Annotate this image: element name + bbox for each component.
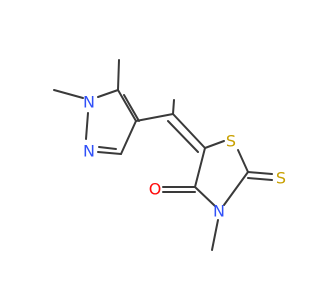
bonds xyxy=(53,59,273,251)
bond-n3-c4 xyxy=(194,186,216,207)
bond-c5-n1 xyxy=(97,89,119,98)
bond-c5-c4-inner xyxy=(123,94,140,122)
bond-c2-n3 xyxy=(223,171,249,206)
atom-s-thione: S xyxy=(276,169,286,188)
structure-diagram: N N S S O N xyxy=(53,59,287,251)
atom-labels: N N S S O N xyxy=(83,93,286,221)
bond-s1-c2 xyxy=(237,149,249,173)
bond-c4-ch xyxy=(135,113,174,122)
bond-n3-methyl xyxy=(211,219,219,251)
atom-n1: N xyxy=(83,93,95,112)
bond-n2-n1 xyxy=(85,112,89,140)
bond-c4-c5 xyxy=(194,147,206,188)
bond-ch-c5 xyxy=(172,113,206,149)
bond-n1-methyl xyxy=(53,89,84,99)
molecule-drawing: N N S S O N xyxy=(53,59,286,251)
bond-c4-c3 xyxy=(120,120,137,155)
bond-c5-s1 xyxy=(204,140,225,149)
bond-c3-n2-inner xyxy=(98,146,117,150)
bond-c2-s xyxy=(247,171,273,175)
bond-ch-c5-double xyxy=(167,120,199,153)
bond-c5-methyl xyxy=(117,59,120,91)
atom-o: O xyxy=(149,180,162,199)
atom-n2: N xyxy=(83,142,95,161)
bond-c5-c4 xyxy=(117,89,137,122)
atom-n3: N xyxy=(213,202,225,221)
bond-c3-n2 xyxy=(97,151,122,155)
bond-ch-h xyxy=(172,99,175,115)
atom-s-ring: S xyxy=(226,132,236,151)
bond-c2-s-double xyxy=(247,177,273,181)
